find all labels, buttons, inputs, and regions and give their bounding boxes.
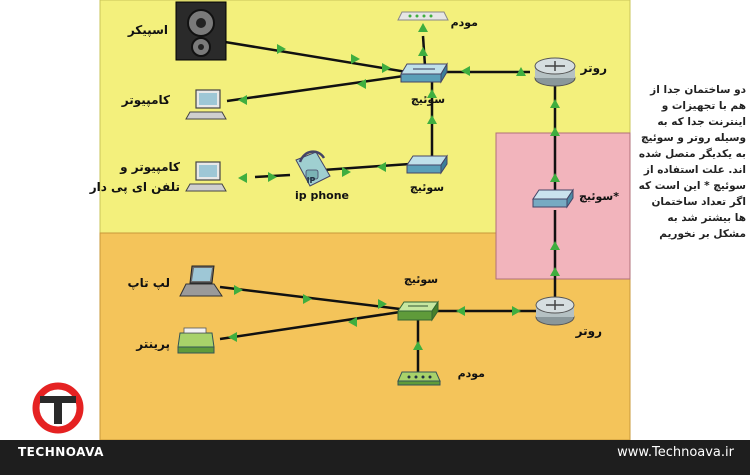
label-switch-bottom: سوئیچ [404,273,438,286]
description-line: وسیله روتر و سوئیچ [640,132,746,144]
ip-phone-icon [295,150,331,187]
label-printer: پرینتر [135,337,170,351]
computer-icon [185,89,227,120]
laptop-icon [179,265,223,297]
label-switch-mid: سوئیچ [410,181,444,194]
label-computer: کامپیوتر [121,93,170,108]
switch-bottom-icon [397,300,439,322]
label-modem-top: مودم [451,16,478,29]
label-speaker: اسپیکر [127,23,168,37]
description-line: دو ساختمان جدا از [650,84,746,96]
speaker-icon [175,1,227,61]
description-line: به یکدیگر متصل شده [638,148,746,160]
description-text: دو ساختمان جدا از هم با تجهیزات و اینترن… [636,82,746,242]
label-router-bottom: روتر [575,324,602,339]
label-switch-link: سوئیچ* [579,190,619,203]
label-pc-phone-2: تلفن ای پی دار [89,180,180,194]
modem-top-icon [397,11,449,21]
description-line: ها بیشتر شد به [667,212,746,224]
description-line: اگر تعداد ساختمان [651,196,746,208]
flow-arrows [228,23,560,350]
website-url[interactable]: www.Technoava.ir [617,445,734,460]
label-switch-top: سوئیچ [411,93,445,106]
description-line: اینترنت جدا که به [657,116,746,128]
switch-link-icon [532,188,574,209]
description-line: مشکل بر نخوریم [659,228,746,240]
label-laptop: لپ تاپ [128,276,170,290]
router-bottom-icon [535,296,575,326]
description-line: هم با تجهیزات و [661,100,746,112]
modem-bottom-icon [397,371,441,386]
description-line: اند. علت استفاده از [643,164,746,176]
label-modem-bottom: مودم [458,367,485,380]
label-pc-phone-1: کامپیوتر و [119,160,180,175]
printer-icon [177,327,215,354]
description-line: سوئیچ * این است که [638,180,746,192]
label-router-top: روتر [580,61,607,76]
brand-name: TECHNOAVA [18,445,104,459]
switch-top-icon [400,62,448,84]
router-top-icon [534,57,576,87]
footer-bar [0,440,750,475]
switch-mid-icon [406,154,448,175]
computer-phone-icon [185,161,227,192]
label-ip-badge: IP [307,176,316,185]
label-ip-phone: ip phone [295,189,349,202]
technoava-logo-icon [32,382,84,434]
